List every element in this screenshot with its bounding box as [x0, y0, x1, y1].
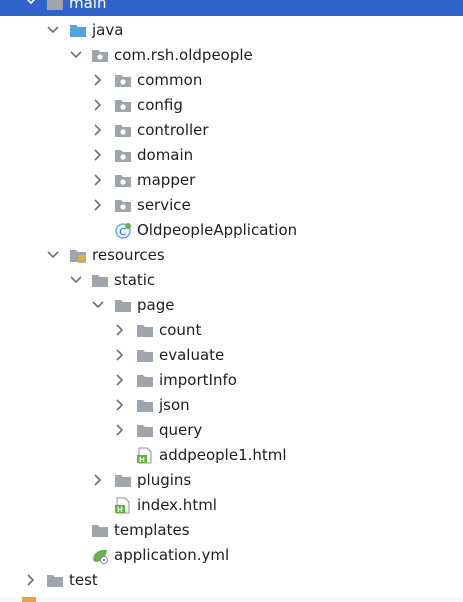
tree-item-count[interactable]: count	[0, 318, 463, 343]
chevron-right-icon[interactable]	[113, 348, 127, 362]
html-file-icon: H	[136, 447, 154, 464]
tree-item-label: com.rsh.oldpeople	[114, 46, 253, 64]
tree-item-label: templates	[114, 521, 190, 539]
chevron-right-icon[interactable]	[91, 123, 105, 137]
chevron-down-icon[interactable]	[69, 48, 83, 62]
package-icon	[114, 72, 132, 89]
svg-text:C: C	[119, 227, 126, 238]
chevron-right-icon[interactable]	[24, 573, 38, 587]
folder-icon	[136, 397, 154, 414]
spring-boot-class-icon: C	[114, 222, 132, 239]
tree-item-page[interactable]: page	[0, 293, 463, 318]
tree-item-java[interactable]: java	[0, 18, 463, 43]
tree-item-label: importInfo	[159, 371, 237, 389]
tree-item-json[interactable]: json	[0, 393, 463, 418]
tree-item-index-html[interactable]: H index.html	[0, 493, 463, 518]
spring-config-file-icon	[91, 547, 109, 564]
resources-folder-icon	[69, 247, 87, 264]
package-icon	[114, 122, 132, 139]
tree-item-common[interactable]: common	[0, 68, 463, 93]
chevron-right-icon[interactable]	[113, 398, 127, 412]
tree-item-partial	[0, 597, 463, 602]
tree-item-package[interactable]: com.rsh.oldpeople	[0, 43, 463, 68]
chevron-right-icon[interactable]	[91, 473, 105, 487]
tree-item-label: query	[159, 421, 203, 439]
tree-item-resources[interactable]: resources	[0, 243, 463, 268]
tree-item-config[interactable]: config	[0, 93, 463, 118]
tree-item-label: page	[137, 296, 175, 314]
tree-item-main[interactable]: main	[0, 0, 463, 16]
tree-item-label: test	[69, 571, 98, 589]
chevron-right-icon[interactable]	[91, 198, 105, 212]
chevron-down-icon[interactable]	[24, 0, 38, 8]
tree-item-label: plugins	[137, 471, 192, 489]
package-icon	[114, 172, 132, 189]
tree-item-query[interactable]: query	[0, 418, 463, 443]
package-icon	[91, 47, 109, 64]
chevron-right-icon[interactable]	[113, 423, 127, 437]
folder-icon	[46, 572, 64, 589]
tree-item-addpeople-html[interactable]: H addpeople1.html	[0, 443, 463, 468]
folder-icon	[136, 347, 154, 364]
folder-icon	[91, 522, 109, 539]
folder-icon	[46, 0, 64, 12]
tree-item-label: common	[137, 71, 203, 89]
chevron-down-icon[interactable]	[46, 248, 60, 262]
package-icon	[114, 147, 132, 164]
tree-item-label: index.html	[137, 496, 217, 514]
chevron-right-icon[interactable]	[91, 148, 105, 162]
folder-icon	[136, 322, 154, 339]
tree-item-label: java	[92, 21, 124, 39]
folder-icon	[114, 472, 132, 489]
chevron-down-icon[interactable]	[46, 23, 60, 37]
chevron-right-icon[interactable]	[113, 373, 127, 387]
folder-icon	[136, 372, 154, 389]
folder-icon	[136, 422, 154, 439]
tree-item-service[interactable]: service	[0, 193, 463, 218]
tree-item-label: domain	[137, 146, 194, 164]
tree-item-label: mapper	[137, 171, 196, 189]
chevron-right-icon[interactable]	[91, 73, 105, 87]
tree-item-importinfo[interactable]: importInfo	[0, 368, 463, 393]
tree-item-mapper[interactable]: mapper	[0, 168, 463, 193]
tree-item-label: config	[137, 96, 183, 114]
tree-item-plugins[interactable]: plugins	[0, 468, 463, 493]
tree-item-label: addpeople1.html	[159, 446, 287, 464]
html-file-icon: H	[114, 497, 132, 514]
chevron-right-icon[interactable]	[91, 173, 105, 187]
package-icon	[114, 197, 132, 214]
tree-item-label: static	[114, 271, 156, 289]
tree-item-evaluate[interactable]: evaluate	[0, 343, 463, 368]
package-icon	[114, 97, 132, 114]
tree-item-templates[interactable]: templates	[0, 518, 463, 543]
chevron-right-icon[interactable]	[113, 323, 127, 337]
tree-item-application-yml[interactable]: application.yml	[0, 543, 463, 568]
tree-item-controller[interactable]: controller	[0, 118, 463, 143]
tree-item-test[interactable]: test	[0, 568, 463, 593]
tree-item-domain[interactable]: domain	[0, 143, 463, 168]
folder-icon	[91, 272, 109, 289]
tree-item-label: service	[137, 196, 191, 214]
chevron-right-icon[interactable]	[91, 98, 105, 112]
source-folder-icon	[69, 22, 87, 39]
tree-item-label: controller	[137, 121, 209, 139]
tree-item-label: evaluate	[159, 346, 225, 364]
chevron-down-icon[interactable]	[69, 273, 83, 287]
folder-icon	[114, 297, 132, 314]
tree-item-label: resources	[92, 246, 165, 264]
tree-item-oldpeople-application[interactable]: C OldpeopleApplication	[0, 218, 463, 243]
tree-item-label: application.yml	[114, 546, 230, 564]
tree-item-label: OldpeopleApplication	[137, 221, 298, 239]
svg-text:H: H	[139, 456, 145, 464]
tree-item-label: count	[159, 321, 202, 339]
svg-text:H: H	[117, 506, 123, 514]
chevron-down-icon[interactable]	[91, 298, 105, 312]
tree-item-static[interactable]: static	[0, 268, 463, 293]
tree-item-label: main	[69, 0, 107, 12]
tree-item-label: json	[159, 396, 190, 414]
